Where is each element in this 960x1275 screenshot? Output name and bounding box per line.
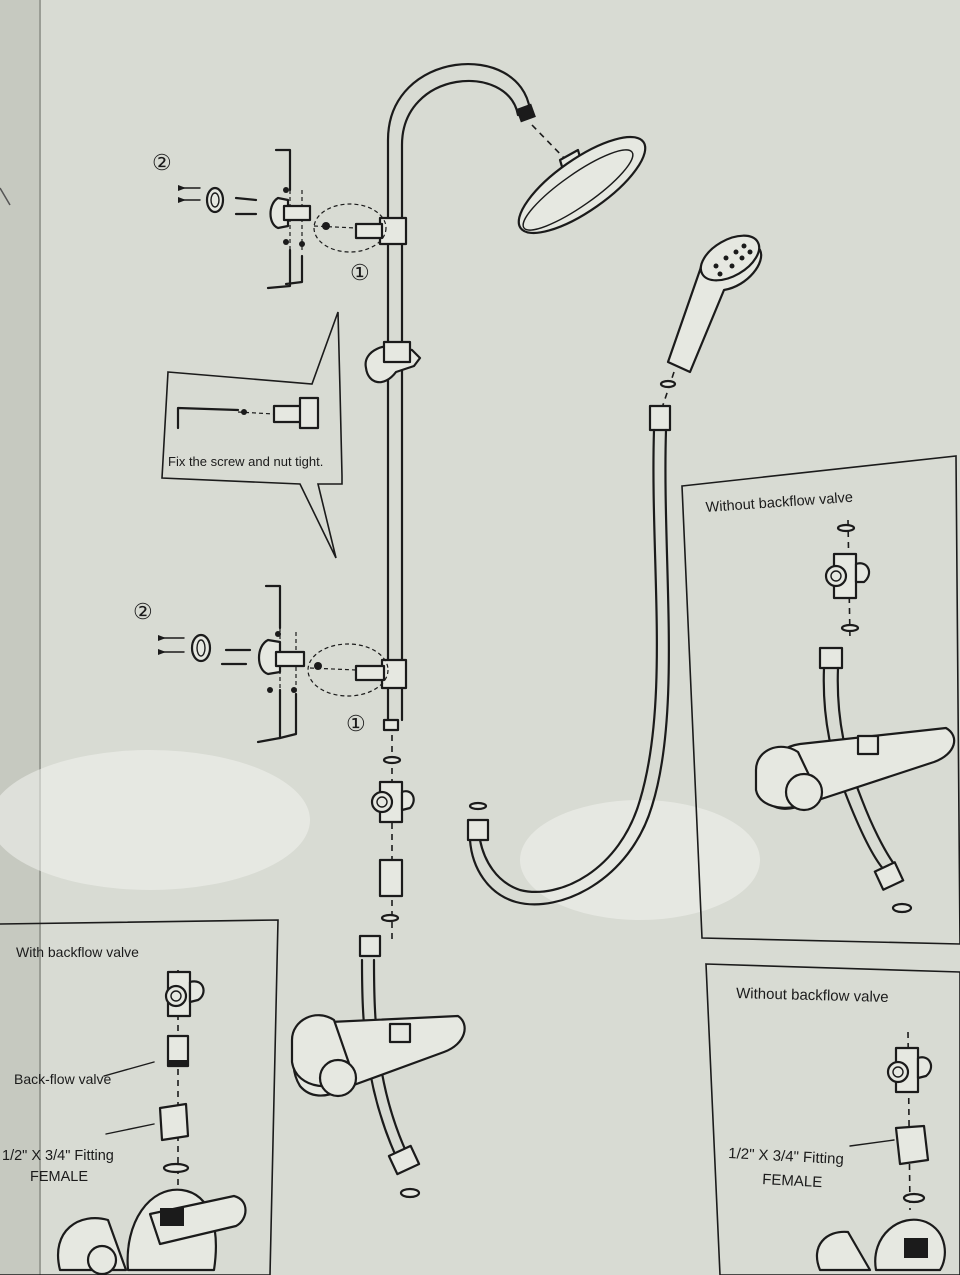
step-number-callouts: ② ① ② ①: [133, 150, 370, 736]
hand-shower: [659, 234, 763, 409]
panel-with-backflow-title: With backflow valve: [16, 944, 139, 960]
step-one-callout-lower: ①: [346, 711, 366, 736]
panel-with-backflow-fitting-line2: FEMALE: [30, 1169, 88, 1185]
shower-hose: [466, 404, 672, 906]
screw-callout-bubble: Fix the screw and nut tight.: [161, 311, 343, 559]
screw-callout-text: Fix the screw and nut tight.: [168, 454, 323, 469]
lower-wall-mount-parts: [158, 584, 306, 744]
step-two-callout-lower: ②: [133, 599, 153, 624]
panel-without-backflow-bottom-title: Without backflow valve: [736, 985, 889, 1006]
upper-wall-bracket: [313, 203, 408, 253]
upper-wall-mount-parts: [178, 148, 312, 290]
thermostatic-mixer: [290, 934, 466, 1199]
lower-wall-bracket: [307, 643, 408, 697]
panel-without-backflow-bottom-fitting-line2: FEMALE: [762, 1171, 823, 1191]
panel-with-backflow-fitting-line1: 1/2" X 3/4" Fitting: [2, 1148, 114, 1164]
panel-with-backflow: With backflow valve Back-flow valve 1/2"…: [0, 919, 279, 1275]
overhead-shower-head: [517, 124, 647, 235]
panel-without-backflow-top: Without backflow valve: [681, 455, 960, 945]
step-one-callout-upper: ①: [350, 260, 370, 285]
shower-rail: [386, 62, 536, 722]
center-diverter-stack: [370, 718, 415, 940]
hand-shower-holder: [364, 340, 422, 384]
backflow-valve-label: Back-flow valve: [14, 1071, 111, 1087]
step-two-callout-upper: ②: [152, 150, 172, 175]
panel-without-backflow-bottom: Without backflow valve 1/2" X 3/4" Fitti…: [705, 963, 960, 1275]
panel-without-backflow-bottom-fitting-line1: 1/2" X 3/4" Fitting: [728, 1145, 844, 1168]
